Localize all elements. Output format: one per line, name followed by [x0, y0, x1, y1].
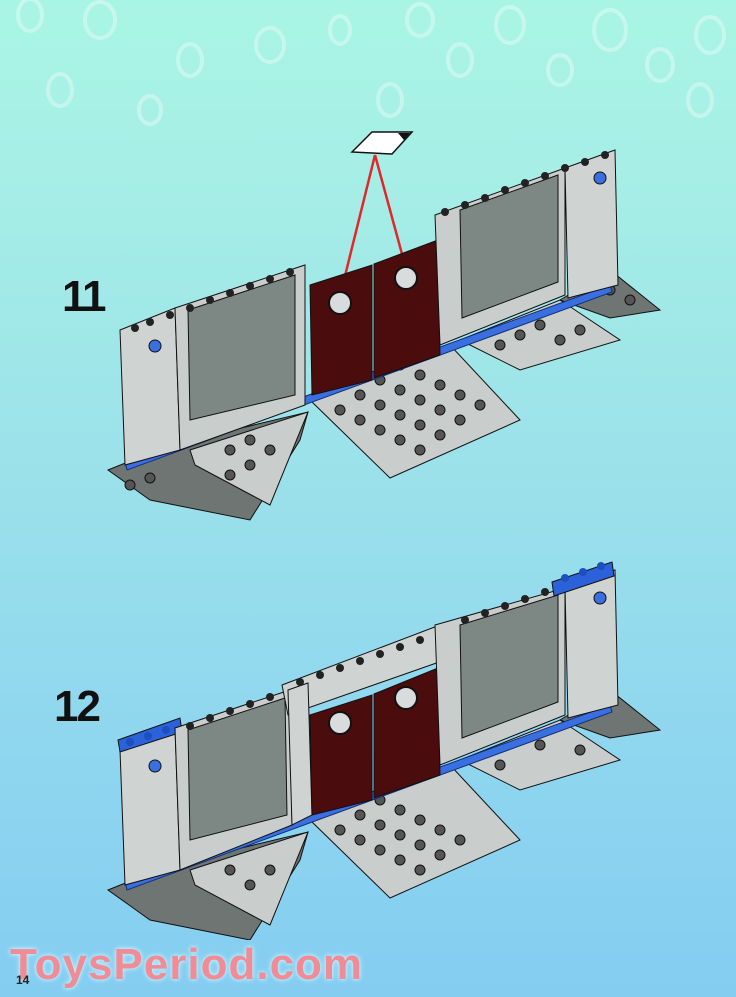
page-number: 14 — [16, 973, 30, 987]
step-11-model-illustration — [106, 131, 662, 521]
bubble-pattern — [16, 0, 726, 126]
step-number-11: 11 — [62, 272, 106, 321]
watermark-text: ToysPeriod.com — [10, 940, 364, 989]
step-12-model-illustration — [106, 561, 662, 940]
door-window-part-callout — [336, 131, 414, 294]
step-number-12: 12 — [54, 682, 101, 731]
